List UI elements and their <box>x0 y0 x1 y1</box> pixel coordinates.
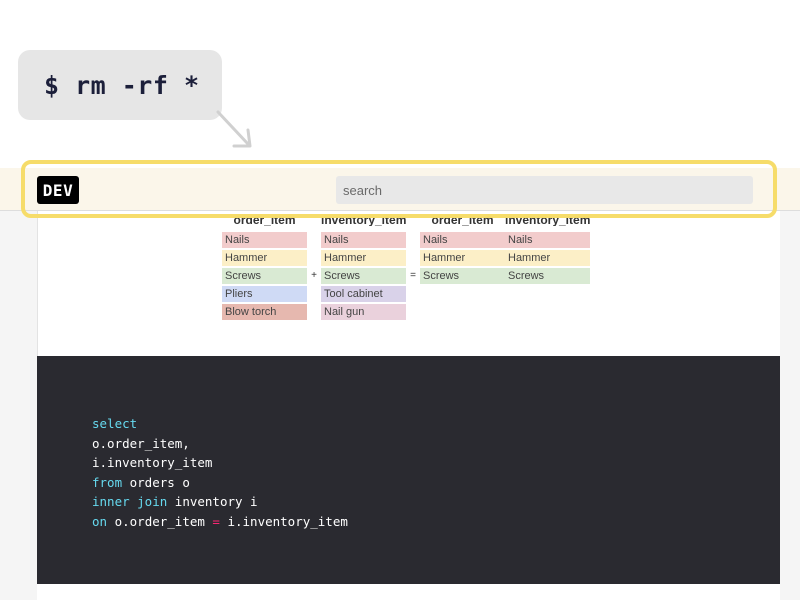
diagram-cell: Blow torch <box>222 304 307 320</box>
code-text: o.order_item, <box>92 435 190 451</box>
equals-operator: = <box>410 270 416 281</box>
diagram-cell: Hammer <box>321 250 406 266</box>
command-bubble: $ rm -rf * <box>18 50 222 120</box>
diagram-cell: Hammer <box>505 250 590 266</box>
dev-logo[interactable]: DEV <box>37 176 79 204</box>
diagram-cell: Pliers <box>222 286 307 302</box>
diagram-cell: Screws <box>222 268 307 284</box>
diagram-cell: Nail gun <box>321 304 406 320</box>
diagram-cell: Hammer <box>222 250 307 266</box>
diagram-cell: Tool cabinet <box>321 286 406 302</box>
page-margin <box>780 210 800 600</box>
code-operator: = <box>212 513 220 529</box>
command-text: $ rm -rf * <box>44 70 200 100</box>
diagram-header-result-order-item: order_item <box>431 218 494 226</box>
diagram-cell: Nails <box>420 232 505 248</box>
diagram-cell: Nails <box>321 232 406 248</box>
diagram-cell: Nails <box>222 232 307 248</box>
diagram-cell: Hammer <box>420 250 505 266</box>
diagram-header-inventory-item: inventory_item <box>321 218 406 226</box>
code-keyword: from <box>92 474 123 490</box>
article-bottom <box>37 584 780 600</box>
diagram-header-result-inventory-item: inventory_item <box>505 218 590 226</box>
sql-code: select o.order_item, i.inventory_item fr… <box>92 414 348 531</box>
code-block: select o.order_item, i.inventory_item fr… <box>37 356 780 584</box>
code-text: o.order_item <box>107 513 213 529</box>
diagram-cell: Screws <box>420 268 505 284</box>
code-text: orders o <box>122 474 190 490</box>
code-keyword: select <box>92 416 138 431</box>
code-text: inventory i <box>167 494 258 509</box>
code-keyword: on <box>92 513 108 529</box>
search-input[interactable] <box>336 176 753 204</box>
code-keyword: inner join <box>92 494 168 509</box>
diagram-header-order-item: order_item <box>233 218 296 226</box>
pointer-arrow-icon <box>216 110 252 148</box>
diagram-cell: Nails <box>505 232 590 248</box>
diagram-cell: Screws <box>505 268 590 284</box>
code-text: i.inventory_item <box>219 513 348 529</box>
plus-operator: + <box>311 270 317 281</box>
diagram-cell: Screws <box>321 268 406 284</box>
code-text: i.inventory_item <box>92 455 213 470</box>
